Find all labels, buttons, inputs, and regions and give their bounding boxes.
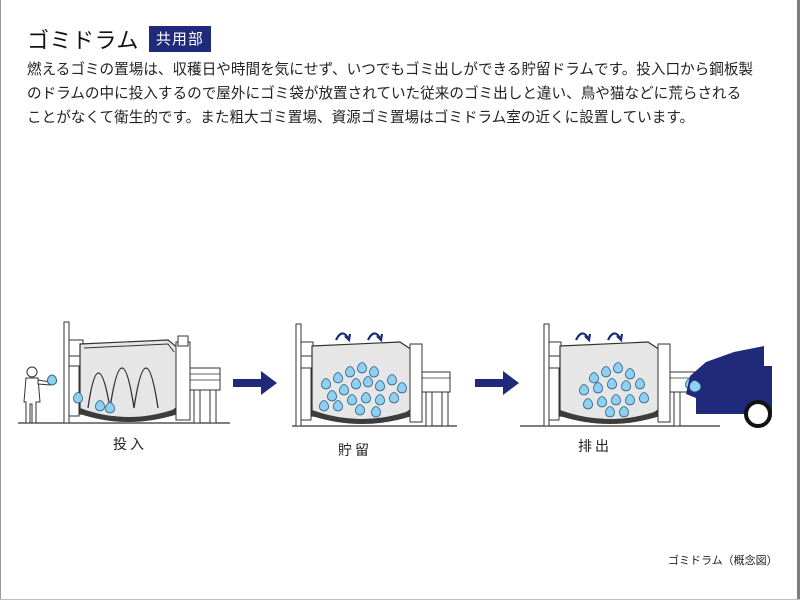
stage-storage-diagram bbox=[292, 323, 457, 427]
page-title: ゴミドラム bbox=[27, 29, 139, 54]
person-icon bbox=[23, 366, 57, 424]
category-badge: 共用部 bbox=[148, 26, 211, 52]
truck-icon bbox=[686, 346, 772, 428]
description: 燃えるゴミの置場は、収穫日や時間を気にせず、いつでもゴミ出しができる貯留ドラムで… bbox=[27, 58, 777, 130]
rotate-arrow-icon bbox=[575, 332, 624, 343]
bag-cluster bbox=[319, 362, 407, 418]
description-line-2: のドラムの中に投入するので屋外にゴミ袋が放置されていた従来のゴミ出しと違い、鳥や… bbox=[27, 85, 742, 102]
stage-label-input: 投入 bbox=[113, 437, 147, 453]
frame-left-border bbox=[0, 0, 1, 600]
arrow-right-icon bbox=[475, 371, 519, 395]
stage-label-discharge: 排出 bbox=[578, 439, 612, 455]
header: ゴミドラム 共用部 bbox=[27, 24, 211, 54]
description-line-3: ことがなくて衛生的です。また粗大ゴミ置場、資源ゴミ置場はゴミドラム室の近くに設置… bbox=[27, 109, 695, 126]
rotate-arrow-icon bbox=[335, 332, 384, 343]
stage-label-storage: 貯留 bbox=[338, 443, 372, 459]
frame-right-border bbox=[797, 0, 800, 600]
bag-icon bbox=[73, 392, 115, 414]
stage-discharge-diagram bbox=[520, 323, 772, 428]
stage-input-diagram bbox=[18, 321, 230, 424]
description-line-1: 燃えるゴミの置場は、収穫日や時間を気にせず、いつでもゴミ出しができる貯留ドラムで… bbox=[27, 61, 754, 78]
arrow-right-icon bbox=[233, 371, 277, 395]
figure-caption: ゴミドラム（概念図） bbox=[668, 554, 778, 567]
